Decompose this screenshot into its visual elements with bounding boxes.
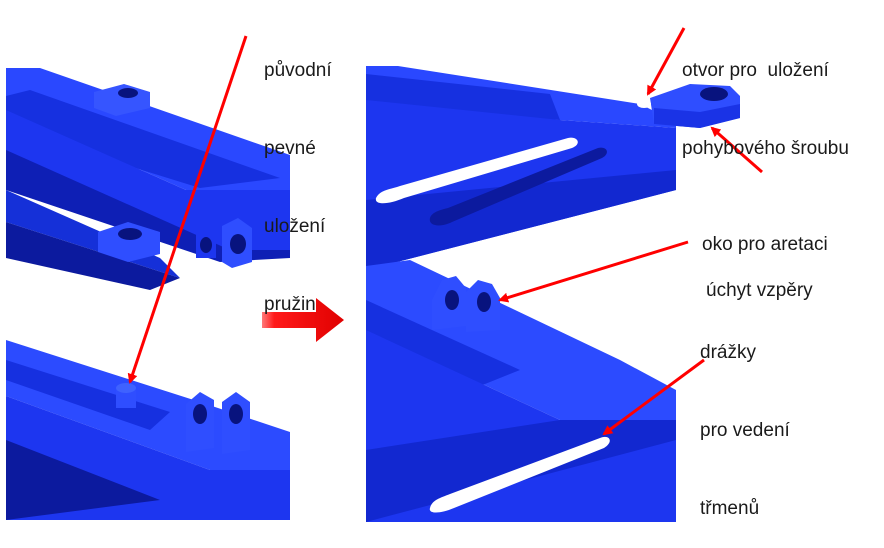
label-original-mount-line-2: pevné [264,138,316,159]
label-grooves-line-3: třmenů [700,498,760,519]
label-lock-eye: oko pro aretaci [702,180,828,284]
original-mount-ear-top [94,84,150,116]
modified-frame-top [366,66,740,270]
label-original-mount-line-3: uložení [264,216,326,237]
slot-middle [429,147,607,226]
strut-holder [432,276,500,332]
arrow-screw-hole [646,27,686,96]
label-screw-hole-line-1: otvor pro uložení [682,60,829,81]
original-spring-post [116,383,136,408]
arrow-strut-holder [498,240,689,303]
label-lock-eye-text: oko pro aretaci [702,234,828,255]
label-grooves-line-2: pro vedení [700,420,790,441]
original-clevis-lower [186,392,250,454]
diagram-canvas [6,27,763,522]
label-original-mount-line-1: původní [264,60,332,81]
slot-upper [375,137,578,204]
label-grooves: drážky pro vedení třmenů [700,288,790,548]
slot-lower [429,436,610,513]
original-frame-top [6,68,290,290]
label-strut-holder-text: úchyt vzpěry [706,280,813,301]
original-mount-ear-lower [98,222,160,262]
arrow-grooves [602,358,705,436]
original-frame-bottom [6,340,290,520]
pointer-arrows [127,27,763,436]
label-original-mount-line-4: pružin [264,294,316,315]
arrow-lock-eye [710,126,763,174]
right-arrow-icon [262,298,344,342]
modified-frame-bottom [366,260,676,522]
lock-eye [650,84,740,128]
label-screw-hole: otvor pro uložení pohybového šroubu [682,6,849,188]
label-screw-hole-line-2: pohybového šroubu [682,138,849,159]
label-original-mount: původní pevné uložení pružin [264,6,332,344]
label-strut-holder: úchyt vzpěry [706,226,813,330]
original-clevis-upper [196,218,252,268]
arrow-original-mount [127,35,248,384]
label-grooves-line-1: drážky [700,342,756,363]
screw-hole [637,100,651,108]
